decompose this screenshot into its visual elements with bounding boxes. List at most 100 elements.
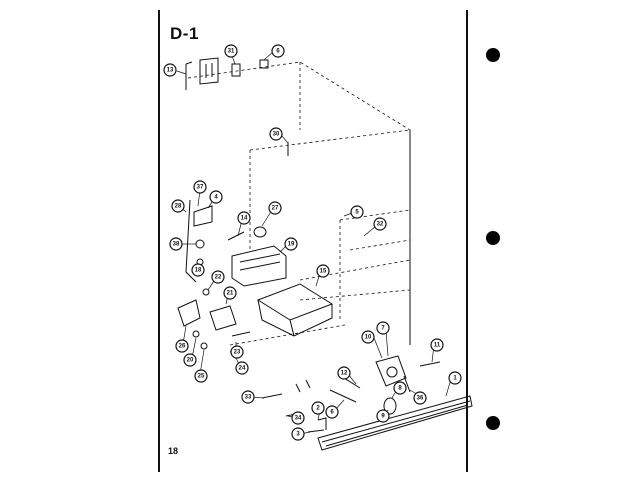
callout-24: 24 (235, 361, 249, 375)
callout-label: 11 (434, 343, 441, 349)
callout-circle (171, 199, 185, 213)
callout-label: 4 (214, 195, 218, 201)
callout-circle (193, 180, 207, 194)
callout-circle (241, 390, 255, 404)
callout-3: 3 (291, 427, 305, 441)
callout-22: 22 (211, 270, 225, 284)
callout-8: 8 (393, 381, 407, 395)
callout-circle (311, 401, 325, 415)
callout-23: 23 (230, 345, 244, 359)
callout-19: 19 (284, 237, 298, 251)
callout-label: 14 (241, 216, 248, 222)
callout-circle (350, 205, 364, 219)
callout-label: 23 (234, 350, 241, 356)
callout-label: 25 (198, 374, 205, 380)
callout-circle (291, 411, 305, 425)
callout-33: 33 (241, 390, 255, 404)
callout-circle (430, 338, 444, 352)
callout-label: 7 (381, 326, 385, 332)
callout-circle (361, 330, 375, 344)
callout-circle (268, 201, 282, 215)
callout-circle (325, 405, 339, 419)
callout-12: 12 (337, 366, 351, 380)
grille-assembly (261, 355, 473, 451)
callout-circle (235, 361, 249, 375)
callout-label: 19 (288, 242, 295, 248)
callout-label: 9 (381, 414, 385, 420)
callout-circle (183, 353, 197, 367)
callout-9: 9 (376, 409, 390, 423)
callout-30: 30 (269, 127, 283, 141)
callout-7: 7 (376, 321, 390, 335)
callout-6: 6 (325, 405, 339, 419)
callout-label: 27 (272, 206, 279, 212)
callout-label: 15 (320, 269, 327, 275)
callout-14: 14 (237, 211, 251, 225)
callout-circle (316, 264, 330, 278)
callout-2: 2 (311, 401, 325, 415)
callout-label: 36 (417, 396, 424, 402)
callout-37: 37 (193, 180, 207, 194)
callout-label: 12 (341, 371, 348, 377)
callout-31: 31 (224, 44, 238, 58)
callout-10: 10 (361, 330, 375, 344)
callout-label: 34 (295, 416, 302, 422)
page-number: 18 (168, 446, 179, 456)
callout-label: 28 (175, 204, 182, 210)
callout-circle (224, 44, 238, 58)
callout-circle (393, 381, 407, 395)
callout-label: 32 (377, 222, 384, 228)
callout-circle (163, 63, 177, 77)
callout-26: 26 (175, 339, 189, 353)
callout-circle (230, 345, 244, 359)
callout-circle (373, 217, 387, 231)
callout-11: 11 (430, 338, 444, 352)
callout-25: 25 (194, 369, 208, 383)
binder-hole-middle (486, 231, 500, 245)
callout-label: 31 (228, 49, 235, 55)
callout-label: 20 (187, 358, 194, 364)
callout-circle (284, 237, 298, 251)
callout-label: 8 (398, 386, 402, 392)
callout-label: 3 (296, 432, 300, 438)
callout-circle (191, 263, 205, 277)
callout-label: 22 (215, 275, 222, 281)
callout-18: 18 (191, 263, 205, 277)
callout-label: 26 (179, 344, 186, 350)
callout-circle (211, 270, 225, 284)
callout-label: 38 (173, 242, 180, 248)
callout-27: 27 (268, 201, 282, 215)
callout-label: 18 (195, 268, 202, 274)
callout-circle (337, 366, 351, 380)
callout-36: 36 (413, 391, 427, 405)
page-frame (158, 10, 468, 472)
callout-label: 5 (355, 210, 359, 216)
callout-6: 6 (271, 44, 285, 58)
page-title: D-1 (170, 24, 199, 43)
callout-circle (223, 286, 237, 300)
callout-circle (376, 321, 390, 335)
callout-label: 10 (365, 335, 372, 341)
callout-label: 37 (197, 185, 204, 191)
callout-circle (291, 427, 305, 441)
callout-20: 20 (183, 353, 197, 367)
callout-circle (269, 127, 283, 141)
callout-label: 1 (453, 376, 457, 382)
callout-15: 15 (316, 264, 330, 278)
callout-circle (271, 44, 285, 58)
callout-circle (413, 391, 427, 405)
callout-label: 30 (273, 132, 280, 138)
callout-circle (169, 237, 183, 251)
callout-circle (194, 369, 208, 383)
callout-label: 6 (330, 410, 334, 416)
callout-label: 33 (245, 395, 252, 401)
callout-circle (376, 409, 390, 423)
callout-label: 24 (239, 366, 246, 372)
callout-label: 13 (167, 68, 174, 74)
callout-label: 6 (276, 49, 280, 55)
top-hinge-parts (185, 57, 289, 156)
callout-circle (237, 211, 251, 225)
cabinet-outline (187, 61, 411, 346)
